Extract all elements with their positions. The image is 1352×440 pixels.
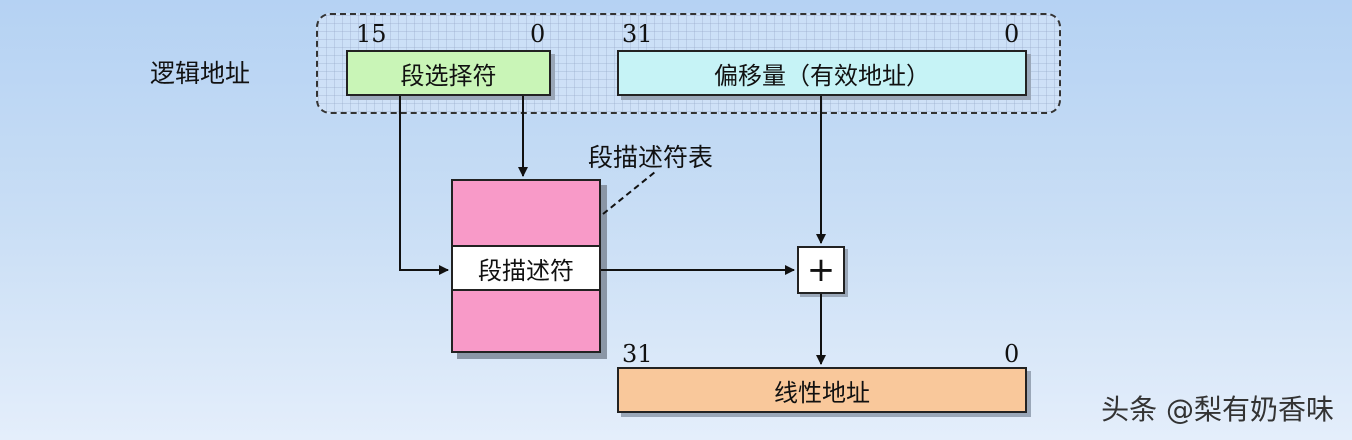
- linear-bit-low: 0: [1004, 340, 1020, 368]
- logical-address-label: 逻辑地址: [150, 59, 251, 88]
- offset-bit-high: 31: [622, 20, 653, 48]
- segment-descriptor-label: 段描述符: [478, 256, 574, 285]
- watermark: 头条 @梨有奶香味: [1101, 393, 1334, 426]
- offset-label: 偏移量（有效地址）: [714, 61, 930, 90]
- segment-descriptor-entry: 段描述符: [453, 245, 599, 291]
- selector-bit-low: 0: [530, 20, 546, 48]
- selector-bit-high: 15: [356, 20, 387, 48]
- plus-icon: +: [806, 250, 836, 290]
- descriptor-table-label: 段描述符表: [588, 143, 714, 172]
- segment-selector-label: 段选择符: [400, 61, 497, 90]
- table-label-callout: [602, 171, 656, 215]
- offset-box: 偏移量（有效地址）: [617, 50, 1027, 96]
- segment-selector-box: 段选择符: [346, 50, 551, 96]
- linear-address-box: 线性地址: [617, 367, 1027, 413]
- adder-plus-box: +: [797, 246, 845, 294]
- linear-address-label: 线性地址: [774, 378, 870, 407]
- selector-index-arrow: [399, 96, 449, 275]
- linear-bit-high: 31: [622, 340, 653, 368]
- offset-bit-low: 0: [1004, 20, 1020, 48]
